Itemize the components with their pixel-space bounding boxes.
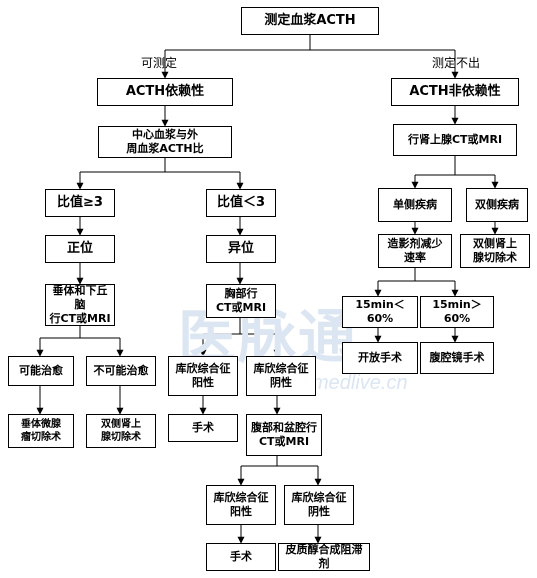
node-pituitary-ct-mri: 垂体和下丘脑 行CT或MRI xyxy=(45,284,115,326)
watermark-site: medlive.cn xyxy=(312,372,408,394)
node-ectopic: 异位 xyxy=(206,235,276,263)
node-contrast-washout: 造影剂减少 速率 xyxy=(378,234,452,268)
node-abdomen-pelvis-ct-mri: 腹部和盆腔行 CT或MRI xyxy=(246,414,322,456)
node-incurable: 不可能治愈 xyxy=(86,356,156,386)
node-unilateral: 单侧疾病 xyxy=(378,188,452,222)
node-central-peripheral-ratio: 中心血浆与外 周血浆ACTH比 xyxy=(98,126,232,158)
node-curable: 可能治愈 xyxy=(8,356,74,386)
node-washout-lt-60: 15min＜60% xyxy=(342,296,418,328)
node-ratio-lt-3: 比值＜3 xyxy=(206,189,276,217)
node-cushing-negative-2: 库欣综合征 阴性 xyxy=(284,485,354,525)
node-cortisol-synthesis-blocker: 皮质醇合成阻滞剂 xyxy=(278,543,370,571)
node-cushing-positive-2: 库欣综合征 阳性 xyxy=(206,485,276,525)
node-surgery-2: 手术 xyxy=(206,543,276,571)
edge-label-not-measurable: 测定不出 xyxy=(432,56,481,70)
node-orthotopic: 正位 xyxy=(45,235,115,263)
node-pituitary-adenoma-resection: 垂体微腺 瘤切除术 xyxy=(8,414,74,448)
node-cushing-negative-1: 库欣综合征 阴性 xyxy=(246,356,316,396)
node-washout-gt-60: 15min＞60% xyxy=(420,296,494,328)
node-cushing-positive-1: 库欣综合征 阳性 xyxy=(168,356,238,396)
node-bilateral-adrenalectomy-left: 双侧肾上 腺切除术 xyxy=(86,414,156,448)
node-measure-acth: 测定血浆ACTH xyxy=(241,7,379,35)
node-acth-dependent: ACTH依赖性 xyxy=(97,78,233,106)
node-acth-independent: ACTH非依赖性 xyxy=(391,78,519,106)
node-open-surgery: 开放手术 xyxy=(342,342,418,374)
node-chest-ct-mri: 胸部行 CT或MRI xyxy=(206,284,276,318)
node-adrenal-ct-mri: 行肾上腺CT或MRI xyxy=(393,124,517,156)
node-bilateral-adrenalectomy-right: 双侧肾上 腺切除术 xyxy=(460,234,530,268)
node-surgery-1: 手术 xyxy=(168,414,238,442)
node-bilateral: 双侧疾病 xyxy=(466,188,528,222)
edge-label-measurable: 可测定 xyxy=(141,56,178,70)
node-laparoscopic-surgery: 腹腔镜手术 xyxy=(420,342,494,374)
node-ratio-ge-3: 比值≥3 xyxy=(45,189,115,217)
